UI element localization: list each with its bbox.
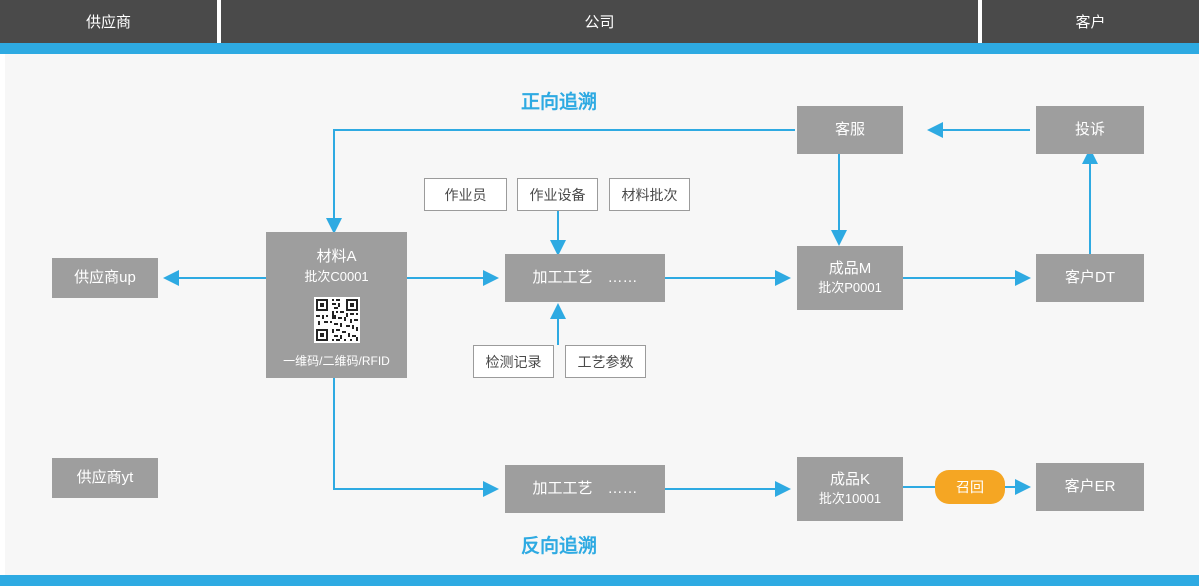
node-material-a-label: 材料A <box>316 248 357 265</box>
forward-trace-title: 正向追溯 <box>521 92 598 113</box>
attribute-operator[interactable]: 作业员 <box>424 178 507 211</box>
attribute-material-batch-label: 材料批次 <box>621 186 678 203</box>
qr-code-icon <box>313 296 360 343</box>
attribute-equipment-label: 作业设备 <box>529 186 586 203</box>
node-customer-er[interactable]: 客户ER <box>1036 463 1144 511</box>
attribute-equipment[interactable]: 作业设备 <box>517 178 598 211</box>
node-product-m-label: 成品M <box>828 259 872 277</box>
lane-header-company: 公司 <box>221 0 978 52</box>
node-supplier-up-label: 供应商up <box>74 269 136 287</box>
node-material-a[interactable]: 材料A 批次C0001 <box>266 232 407 378</box>
lane-header: 供应商 公司 客户 <box>0 0 1199 52</box>
node-recall-label: 召回 <box>956 479 984 495</box>
node-customer-dt-label: 客户DT <box>1065 269 1115 287</box>
node-product-k-batch: 批次10001 <box>818 491 882 507</box>
node-complaint-label: 投诉 <box>1074 121 1105 139</box>
reverse-trace-title: 反向追溯 <box>521 536 598 557</box>
node-customer-dt[interactable]: 客户DT <box>1036 254 1144 302</box>
node-process-bottom[interactable]: 加工工艺 …… <box>505 465 665 513</box>
canvas-left-margin <box>0 54 5 575</box>
connector-layer <box>163 122 1098 497</box>
lane-header-supplier: 供应商 <box>0 0 217 52</box>
node-process-top-label: 加工工艺 …… <box>532 269 638 287</box>
node-supplier-yt-label: 供应商yt <box>76 469 134 487</box>
node-material-a-batch: 批次C0001 <box>304 268 369 284</box>
node-recall[interactable]: 召回 <box>935 470 1005 504</box>
attribute-material-batch[interactable]: 材料批次 <box>609 178 690 211</box>
attribute-inspection-label: 检测记录 <box>485 353 542 370</box>
node-complaint[interactable]: 投诉 <box>1036 106 1144 154</box>
attribute-parameters[interactable]: 工艺参数 <box>565 345 646 378</box>
node-supplier-up[interactable]: 供应商up <box>52 258 158 298</box>
header-divider <box>217 0 221 43</box>
node-process-bottom-label: 加工工艺 …… <box>532 480 638 498</box>
lane-header-customer-label: 客户 <box>1075 14 1106 31</box>
node-product-m-batch: 批次P0001 <box>818 280 882 296</box>
accent-bar-top <box>0 43 1199 54</box>
header-divider <box>978 0 982 43</box>
node-customer-service-label: 客服 <box>834 121 865 139</box>
node-process-top[interactable]: 加工工艺 …… <box>505 254 665 302</box>
node-product-k-label: 成品K <box>829 470 870 488</box>
node-supplier-yt[interactable]: 供应商yt <box>52 458 158 498</box>
lane-header-supplier-label: 供应商 <box>85 14 131 31</box>
node-product-m[interactable]: 成品M 批次P0001 <box>797 246 903 310</box>
node-customer-er-label: 客户ER <box>1064 478 1116 496</box>
accent-bar-bottom <box>0 575 1199 586</box>
node-material-a-codes: 一维码/二维码/RFID <box>283 353 390 368</box>
node-customer-service[interactable]: 客服 <box>797 106 903 154</box>
attribute-operator-label: 作业员 <box>444 186 487 203</box>
node-product-k[interactable]: 成品K 批次10001 <box>797 457 903 521</box>
diagram-canvas: 正向追溯 反向追溯 供应商up 供应商yt 材料A 批次C0001 <box>0 54 1199 575</box>
lane-header-customer: 客户 <box>982 0 1199 52</box>
attribute-inspection[interactable]: 检测记录 <box>473 345 554 378</box>
lane-header-company-label: 公司 <box>584 14 615 31</box>
attribute-parameters-label: 工艺参数 <box>577 353 634 370</box>
